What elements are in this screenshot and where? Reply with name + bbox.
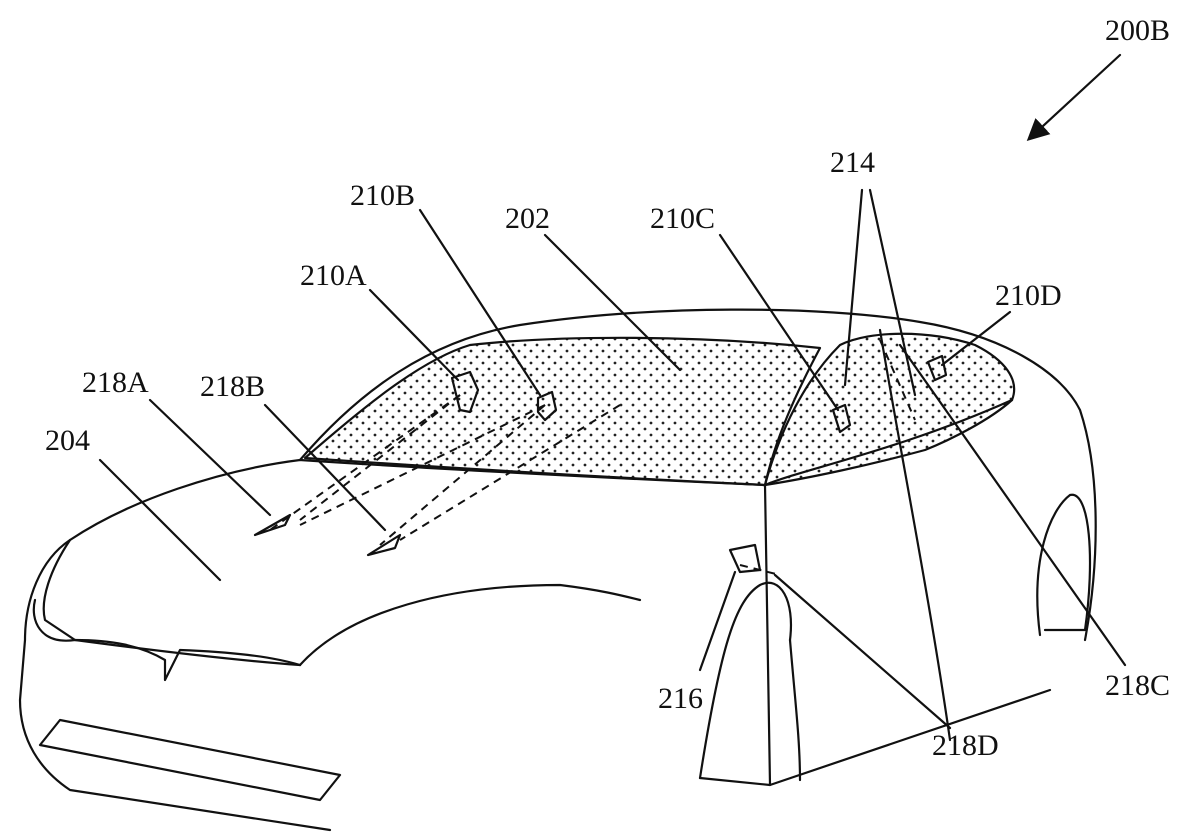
label-218A: 218A xyxy=(82,366,149,399)
label-218B: 218B xyxy=(200,370,265,403)
side-window xyxy=(763,332,1016,487)
label-204: 204 xyxy=(45,424,90,457)
label-210D: 210D xyxy=(995,279,1062,312)
label-202: 202 xyxy=(505,202,550,235)
label-210B: 210B xyxy=(350,179,415,212)
sensor-beams xyxy=(253,339,916,576)
sensors xyxy=(450,354,948,434)
label-210C: 210C xyxy=(650,202,715,235)
label-218D: 218D xyxy=(932,729,999,762)
label-218C: 218C xyxy=(1105,669,1170,702)
windshield xyxy=(303,336,822,487)
label-210A: 210A xyxy=(300,259,367,292)
car-body xyxy=(18,308,1097,832)
label-214: 214 xyxy=(830,146,875,179)
leader-lines xyxy=(98,53,1127,730)
figure-id-label: 200B xyxy=(1105,14,1170,47)
label-216: 216 xyxy=(658,682,703,715)
